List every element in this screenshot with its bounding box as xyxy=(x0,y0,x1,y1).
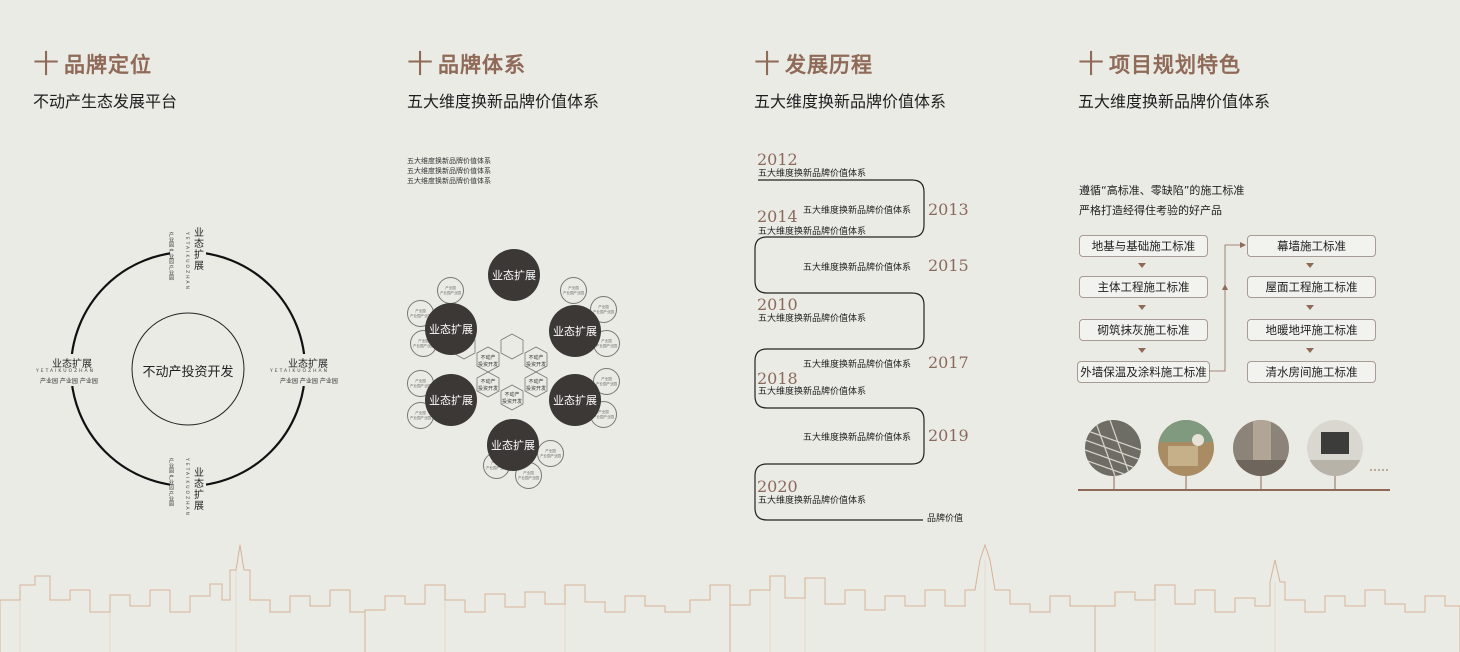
year-2020: 2020 xyxy=(757,477,798,496)
year-2014: 2014 xyxy=(757,207,798,226)
node-left-latin: YETAIKUOZHAN xyxy=(36,369,95,374)
standard-step: 幕墙施工标准 xyxy=(1247,235,1376,257)
section-subtitle: 五大维度换新品牌价值体系 xyxy=(1078,92,1271,111)
node-right-latin: YETAIKUOZHAN xyxy=(270,369,329,374)
brand-node: 业态扩展 xyxy=(425,303,477,355)
timeline-entry: 五大维度换新品牌价值体系 xyxy=(758,314,867,324)
small-line: 五大维度换新品牌价值体系 xyxy=(407,167,491,175)
year-2019: 2019 xyxy=(928,426,969,445)
small-line: 五大维度换新品牌价值体系 xyxy=(407,177,491,185)
hex-text: 不动产投资开发 xyxy=(525,355,546,368)
brand-node: 业态扩展 xyxy=(425,374,477,426)
hex-text: 不动产投资开发 xyxy=(477,379,498,392)
hex-text: 不动产投资开发 xyxy=(525,379,546,392)
arrow-down-icon xyxy=(1138,305,1146,310)
timeline-entry: 五大维度换新品牌价值体系 xyxy=(758,496,867,506)
ring-center-text: 不动产投资开发 xyxy=(142,365,234,380)
node-right-label: 业态扩展 xyxy=(288,359,328,370)
node-right-sub: 产业园 产业园 产业园 xyxy=(280,378,338,385)
standard-step: 外墙保温及涂料施工标准 xyxy=(1077,361,1210,383)
construction-photo-rebar xyxy=(1085,420,1141,476)
node-left-sub: 产业园 产业园 产业园 xyxy=(40,378,98,385)
ring-diagram xyxy=(52,240,335,498)
timeline-entry: 五大维度换新品牌价值体系 xyxy=(803,263,912,273)
node-bottom-label: 业态扩展 xyxy=(194,468,204,512)
standard-step: 地暖地坪施工标准 xyxy=(1247,319,1376,341)
node-top-sub: 产业园 产业园 产业园 xyxy=(168,232,174,281)
plus-icon: 十 xyxy=(1078,50,1106,80)
year-2010: 2010 xyxy=(757,295,798,314)
section-title: 十品牌定位 xyxy=(33,50,153,80)
timeline-entry: 五大维度换新品牌价值体系 xyxy=(803,433,912,443)
timeline-entry: 五大维度换新品牌价值体系 xyxy=(758,387,867,397)
section-title: 十发展历程 xyxy=(754,50,874,80)
hex-text: 不动产投资开发 xyxy=(501,392,522,405)
brand-node: 业态扩展 xyxy=(549,305,601,357)
brand-node: 业态扩展 xyxy=(488,249,540,301)
arrow-down-icon xyxy=(1306,348,1314,353)
hex-text: 不动产投资开发 xyxy=(477,355,498,368)
node-top-label: 业态扩展 xyxy=(194,228,204,272)
panel-brand-positioning: 十品牌定位 不动产生态发展平台 不动产投资开发 业态扩展 产业园 产业园 产业园… xyxy=(0,0,365,652)
standard-step: 主体工程施工标准 xyxy=(1079,276,1208,298)
brand-node: 业态扩展 xyxy=(487,419,539,471)
year-2018: 2018 xyxy=(757,369,798,388)
panel-project-features: 十项目规划特色 五大维度换新品牌价值体系 遵循“高标准、零缺陷”的施工标准 严格… xyxy=(1060,0,1460,652)
node-bottom-sub: 产业园 产业园 产业园 xyxy=(168,458,174,507)
lead-line: 遵循“高标准、零缺陷”的施工标准 xyxy=(1079,184,1245,197)
section-title: 十品牌体系 xyxy=(407,50,527,80)
standard-step: 地基与基础施工标准 xyxy=(1079,235,1208,257)
construction-photo-wall xyxy=(1233,420,1289,476)
standard-step: 砌筑抹灰施工标准 xyxy=(1079,319,1208,341)
panel-development-history: 十发展历程 五大维度换新品牌价值体系 2012 五大维度换新品牌价值体系 五大维… xyxy=(730,0,1095,652)
timeline-entry: 五大维度换新品牌价值体系 xyxy=(758,169,867,179)
year-2017: 2017 xyxy=(928,353,969,372)
year-2015: 2015 xyxy=(928,256,969,275)
arrow-down-icon xyxy=(1306,305,1314,310)
small-line: 五大维度换新品牌价值体系 xyxy=(407,157,491,165)
timeline-entry: 五大维度换新品牌价值体系 xyxy=(803,206,912,216)
satellite-circle: 产业园产业园产业园 xyxy=(437,277,464,304)
section-subtitle: 五大维度换新品牌价值体系 xyxy=(407,92,600,111)
node-top-latin: YETAIKUOZHAN xyxy=(184,232,189,291)
satellite-circle: 产业园产业园产业园 xyxy=(560,277,587,304)
construction-photo-room xyxy=(1307,420,1363,476)
standard-step: 屋面工程施工标准 xyxy=(1247,276,1376,298)
lead-line: 严格打造经得住考验的好产品 xyxy=(1079,204,1222,217)
hex-grid xyxy=(452,333,548,411)
timeline-entry: 五大维度换新品牌价值体系 xyxy=(758,227,867,237)
section-subtitle: 五大维度换新品牌价值体系 xyxy=(754,92,947,111)
plus-icon: 十 xyxy=(754,50,782,80)
panel-brand-system: 十品牌体系 五大维度换新品牌价值体系 五大维度换新品牌价值体系 五大维度换新品牌… xyxy=(365,0,730,652)
node-bottom-latin: YETAIKUOZHAN xyxy=(184,458,189,517)
arrow-down-icon xyxy=(1138,263,1146,268)
arrow-down-icon xyxy=(1138,348,1146,353)
section-title: 十项目规划特色 xyxy=(1078,50,1242,80)
timeline-path xyxy=(754,179,925,521)
brand-node: 业态扩展 xyxy=(549,374,601,426)
plus-icon: 十 xyxy=(407,50,435,80)
year-2013: 2013 xyxy=(928,200,969,219)
timeline-end-label: 品牌价值 xyxy=(927,514,964,524)
node-left-label: 业态扩展 xyxy=(52,359,92,370)
year-2012: 2012 xyxy=(757,150,798,169)
section-subtitle: 不动产生态发展平台 xyxy=(33,92,178,111)
arrow-down-icon xyxy=(1306,263,1314,268)
construction-photo-site xyxy=(1158,420,1214,476)
flow-connector xyxy=(1078,242,1390,491)
plus-icon: 十 xyxy=(33,50,61,80)
timeline-entry: 五大维度换新品牌价值体系 xyxy=(803,360,912,370)
standard-step: 清水房间施工标准 xyxy=(1247,361,1376,383)
